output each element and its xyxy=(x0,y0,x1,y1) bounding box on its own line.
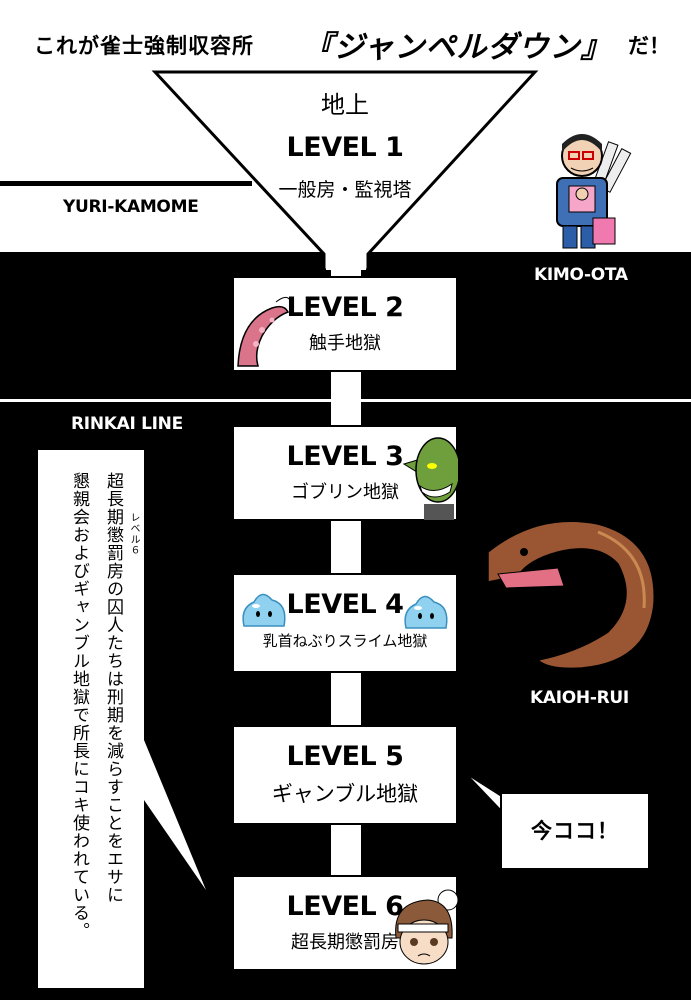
level-3-subtitle: ゴブリン地獄 xyxy=(291,482,399,503)
speech-bubble-left-tail xyxy=(144,740,206,890)
title-row: これが雀士強制収容所 『ジャンペルダウン』 だ！ xyxy=(0,8,691,70)
eel-illustration xyxy=(487,520,655,670)
surface-heading: 地上 xyxy=(321,91,369,119)
level-4-subtitle: 乳首ねぶりスライム地獄 xyxy=(262,632,428,650)
level-1-name: LEVEL 1 xyxy=(286,132,404,163)
slime-illustration-left xyxy=(242,593,286,627)
level-3-name: LEVEL 3 xyxy=(286,441,404,472)
speech-line-1: 超長期懲罰房の囚人たちは刑期を減らすことをエサに xyxy=(103,472,123,904)
level-6-box: LEVEL 6 超長期懲罰房 xyxy=(232,875,458,971)
level-4-name: LEVEL 4 xyxy=(286,589,404,620)
here-now-text: 今ココ！ xyxy=(531,819,619,843)
rinkai-line-label: RINKAI LINE xyxy=(71,414,183,434)
kaioh-rui-label: KAIOH-RUI xyxy=(530,688,629,708)
speech-bubble-right: 今ココ！ xyxy=(500,792,650,870)
level-2-name: LEVEL 2 xyxy=(286,292,404,323)
kimo-ota-label: KIMO-OTA xyxy=(534,265,628,285)
yuri-kamome-rail xyxy=(0,181,252,186)
otaku-illustration xyxy=(556,134,632,249)
title-suffix: だ！ xyxy=(628,34,670,58)
speech-bubble-left: レベル６ 超長期懲罰房の囚人たちは刑期を減らすことをエサに 懇親会およびギャンブ… xyxy=(38,450,144,988)
title-name: 『ジャンペルダウン』 xyxy=(303,30,612,65)
speech-line-2: 懇親会およびギャンブル地獄で所長にコキ使われている。 xyxy=(69,472,89,940)
level-6-name: LEVEL 6 xyxy=(286,891,404,922)
level-5-name: LEVEL 5 xyxy=(286,741,404,772)
funnel-shape xyxy=(151,70,539,270)
slime-illustration-right xyxy=(404,595,448,629)
level-1-subtitle: 一般房・監視塔 xyxy=(278,179,412,201)
level-5-box: LEVEL 5 ギャンブル地獄 xyxy=(232,725,458,825)
speech-ruby: レベル６ xyxy=(128,512,139,556)
yuri-kamome-label: YURI-KAMOME xyxy=(63,197,199,217)
level-1-block: 地上 LEVEL 1 一般房・監視塔 xyxy=(250,85,440,202)
goblin-illustration xyxy=(402,437,458,520)
level-2-subtitle: 触手地獄 xyxy=(309,333,381,354)
prisoner-illustration xyxy=(395,889,459,965)
tentacle-illustration xyxy=(237,296,291,367)
level-6-subtitle: 超長期懲罰房 xyxy=(291,932,399,953)
title-prefix: これが雀士強制収容所 xyxy=(34,34,254,58)
level-5-subtitle: ギャンブル地獄 xyxy=(271,782,419,806)
